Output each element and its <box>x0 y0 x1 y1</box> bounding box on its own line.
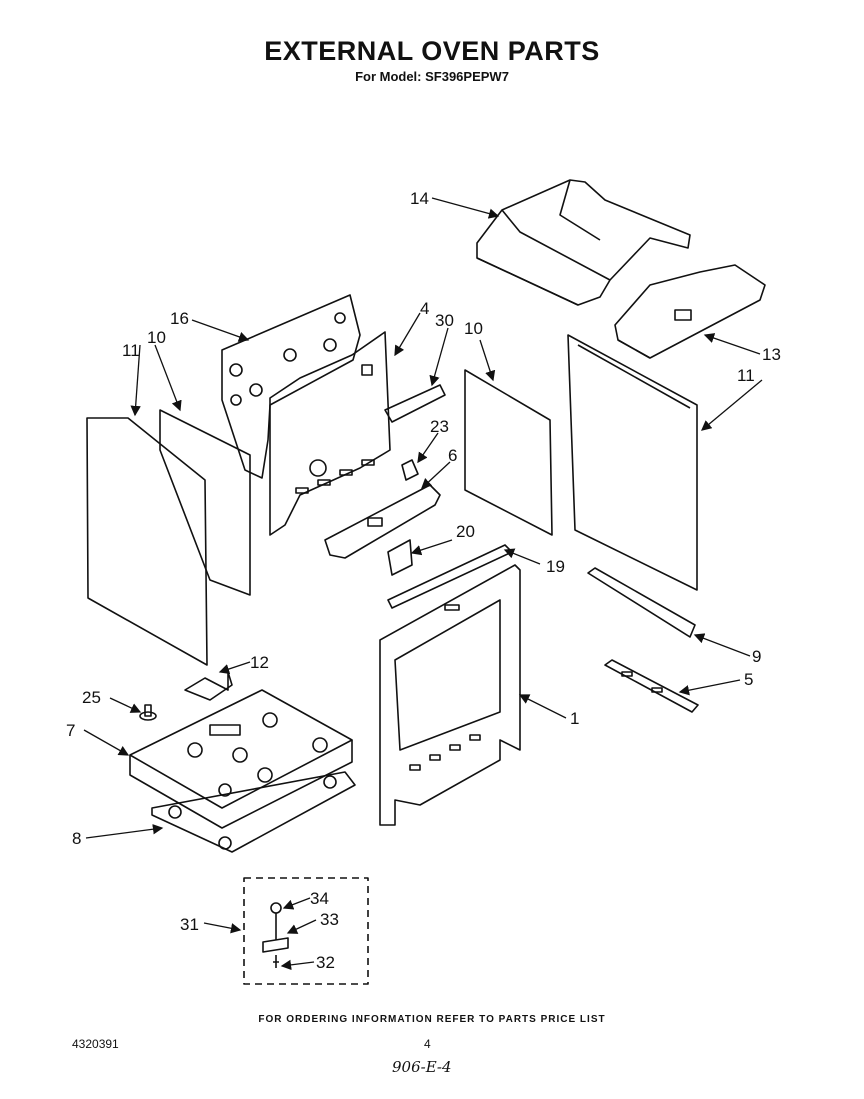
part-leveling-leg <box>139 704 157 721</box>
part-support-channel <box>324 484 441 559</box>
part-kick-rail <box>587 567 696 638</box>
page-number: 4 <box>424 1037 431 1051</box>
part-rail-5 <box>604 659 699 713</box>
callout-32: 32 <box>316 953 335 972</box>
callout-19: 19 <box>546 557 565 576</box>
callout-14: 14 <box>410 189 429 208</box>
part-back-panel <box>221 294 361 479</box>
callout-12: 12 <box>250 653 269 672</box>
part-inner-back <box>269 331 391 536</box>
part-kit-31 <box>243 877 369 985</box>
part-insulation-left <box>159 409 251 596</box>
callout-9: 9 <box>752 647 761 666</box>
callout-33: 33 <box>320 910 339 929</box>
part-small-bracket-30 <box>384 384 446 423</box>
callout-8: 8 <box>72 829 81 848</box>
part-bottom-plate <box>151 771 356 853</box>
callout-7: 7 <box>66 721 75 740</box>
part-bracket-12 <box>184 671 233 701</box>
part-top-cover <box>476 179 691 306</box>
part-rear-bracket <box>614 264 766 359</box>
callout-25: 25 <box>82 688 101 707</box>
part-bracket-20 <box>387 539 413 576</box>
callout-16: 16 <box>170 309 189 328</box>
handwritten-code: 906-E-4 <box>392 1058 452 1076</box>
document-number: 4320391 <box>72 1037 119 1051</box>
part-base-pan <box>129 689 353 829</box>
part-front-frame <box>379 564 521 826</box>
callout-11-right: 11 <box>737 366 755 385</box>
model-subtitle: For Model: SF396PEPW7 <box>355 69 509 84</box>
part-side-panel-right <box>567 334 698 591</box>
ordering-note: FOR ORDERING INFORMATION REFER TO PARTS … <box>258 1014 606 1025</box>
callout-30: 30 <box>435 311 454 330</box>
callout-1: 1 <box>570 709 579 728</box>
page-title: EXTERNAL OVEN PARTS <box>264 36 600 66</box>
callout-4: 4 <box>420 299 429 318</box>
part-insulation-right <box>464 369 553 536</box>
callout-34: 34 <box>310 889 329 908</box>
callout-23: 23 <box>430 417 449 436</box>
callout-10-left: 10 <box>147 328 166 347</box>
callout-6: 6 <box>448 446 457 465</box>
part-side-panel-left <box>86 417 208 666</box>
callout-10-right: 10 <box>464 319 483 338</box>
part-clip-23 <box>401 459 419 481</box>
callout-5: 5 <box>744 670 753 689</box>
callout-11-left: 11 <box>122 341 140 360</box>
callout-20: 20 <box>456 522 475 541</box>
callout-31: 31 <box>180 915 199 934</box>
callout-13: 13 <box>762 345 781 364</box>
